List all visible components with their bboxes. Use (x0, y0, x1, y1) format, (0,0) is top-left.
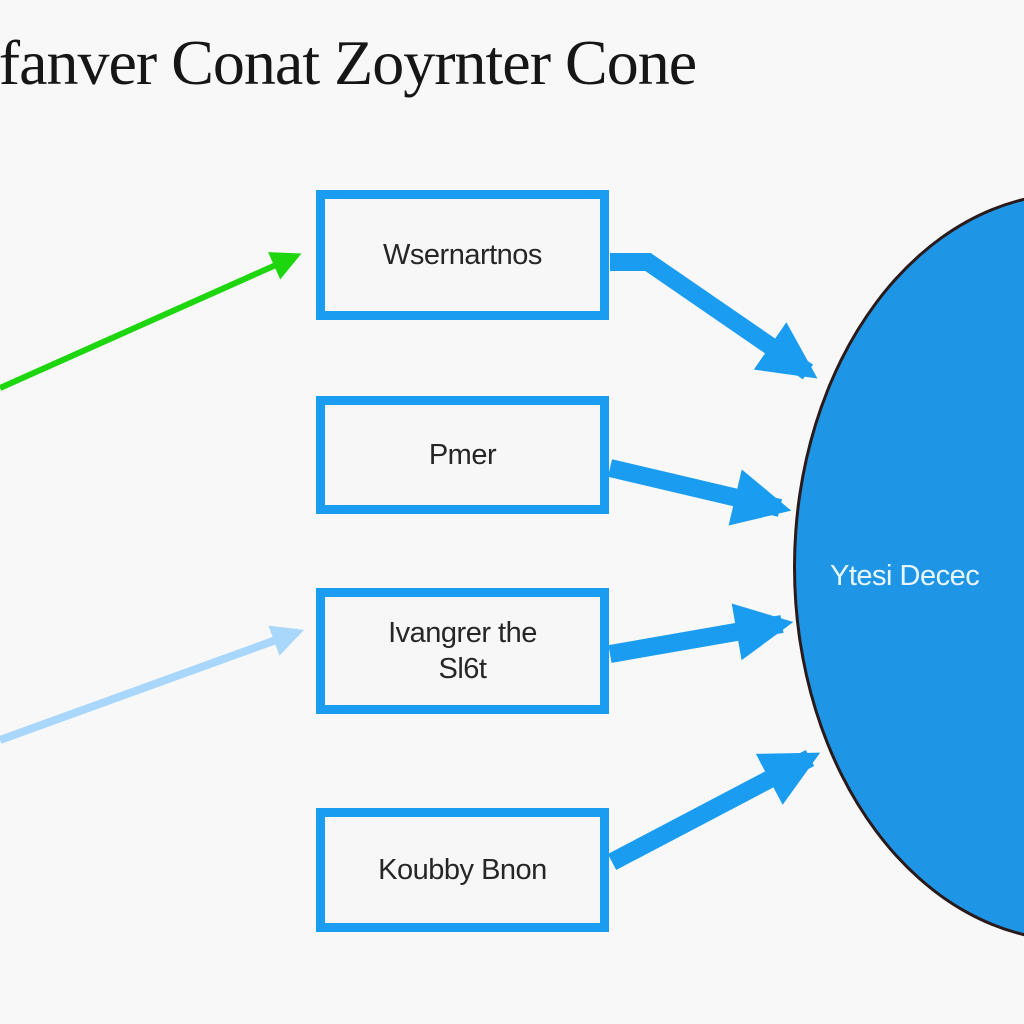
node-label-3-line-1: Ivangrer the (388, 616, 537, 649)
diagram-title: tfanver Conat Zoyrnter Cone (0, 27, 697, 98)
node-label-2: Pmer (428, 437, 497, 473)
connector-arrow-4 (607, 750, 821, 870)
node-label-2-line-1: Pmer (428, 438, 497, 471)
node-box-2[interactable]: Pmer (316, 396, 609, 514)
node-label-1-line-1: Wsernartnos (383, 238, 542, 271)
node-label-1: Wsernartnos (383, 237, 542, 273)
node-label-3: Ivangrer the Sl6t (388, 615, 537, 688)
target-label: Ytesi Decec (830, 560, 980, 592)
incoming-arrow-green (0, 252, 302, 391)
node-label-4: Koubby Bnon (378, 852, 547, 888)
node-box-4[interactable]: Koubby Bnon (316, 808, 609, 932)
connector-arrow-2 (607, 459, 792, 526)
incoming-arrow-light-blue (0, 625, 305, 744)
connector-arrow-3 (608, 603, 794, 663)
node-box-3[interactable]: Ivangrer the Sl6t (316, 588, 609, 714)
connector-arrow-1 (610, 253, 818, 380)
node-label-3-line-2: Sl6t (438, 653, 487, 685)
node-box-1[interactable]: Wsernartnos (316, 190, 609, 320)
node-label-4-line-1: Koubby Bnon (378, 853, 547, 886)
